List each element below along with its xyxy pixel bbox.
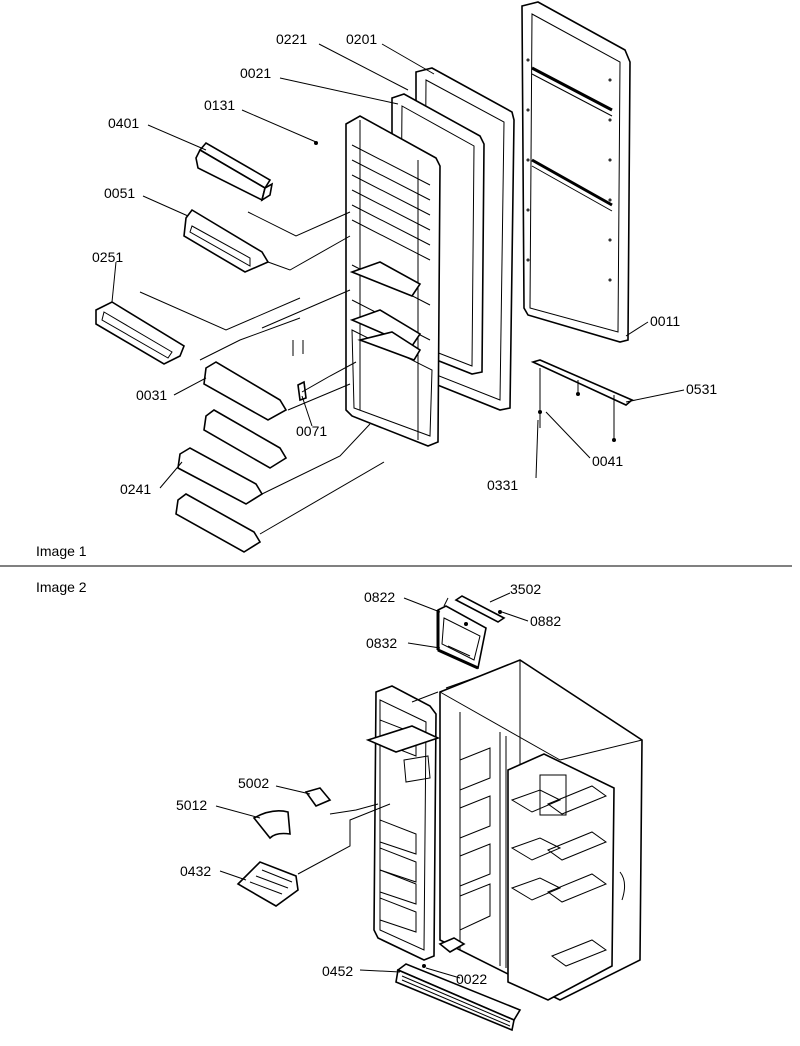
- callout-0452: 0452: [322, 963, 353, 979]
- routing-lines-2: [297, 597, 481, 875]
- hinge-bracket: [530, 359, 634, 442]
- freezer-door: [365, 685, 441, 961]
- door-bin-0241-lower: [175, 493, 262, 553]
- callout-0432: 0432: [180, 863, 211, 879]
- image-1-caption: Image 1: [36, 543, 87, 559]
- callout-0022: 0022: [456, 971, 487, 987]
- callout-0071: 0071: [296, 423, 327, 439]
- refrigerator-cabinet: [439, 659, 643, 1001]
- bracket-0071: [297, 380, 307, 402]
- callout-0041: 0041: [592, 453, 623, 469]
- door-bin-0401: [195, 141, 274, 202]
- outer-door-panel: [521, 1, 631, 343]
- callout-0201: 0201: [346, 31, 377, 47]
- leader-lines-2: [215, 592, 529, 979]
- inner-door: [345, 115, 441, 447]
- dispenser-cover: [436, 595, 506, 670]
- callout-3502: 3502: [510, 581, 541, 597]
- callout-0822: 0822: [364, 589, 395, 605]
- door-bin-0251: [95, 301, 185, 365]
- part-0432: [236, 861, 299, 907]
- image-2-caption: Image 2: [36, 579, 87, 595]
- callout-0051: 0051: [104, 185, 135, 201]
- leader-lines-1: [111, 43, 685, 489]
- callout-0251: 0251: [92, 249, 123, 265]
- callout-0011: 0011: [650, 313, 680, 329]
- callout-0241: 0241: [120, 481, 151, 497]
- door-bin-0031-upper: [203, 361, 288, 421]
- callout-5002: 5002: [238, 775, 269, 791]
- part-5012: [252, 810, 291, 840]
- door-bin-0051: [183, 208, 270, 273]
- callout-0882: 0882: [530, 613, 561, 629]
- callout-0221: 0221: [276, 31, 307, 47]
- callout-0331: 0331: [487, 477, 518, 493]
- routing-lines: [139, 211, 385, 535]
- image-1-drawing: 0221 0201 0021 0131 0401 0051 0251 0031 …: [36, 1, 717, 559]
- callout-5012: 5012: [176, 797, 207, 813]
- callout-0531: 0531: [686, 381, 717, 397]
- part-0452-grille: [395, 937, 522, 1032]
- callout-0401: 0401: [108, 115, 139, 131]
- part-5002: [304, 787, 332, 807]
- door-bin-0031-lower: [203, 409, 288, 469]
- callout-0131: 0131: [204, 97, 235, 113]
- image-2-drawing: Image 2: [36, 579, 643, 1032]
- callout-0031: 0031: [136, 387, 167, 403]
- callout-0832: 0832: [366, 635, 397, 651]
- callout-0021: 0021: [240, 65, 271, 81]
